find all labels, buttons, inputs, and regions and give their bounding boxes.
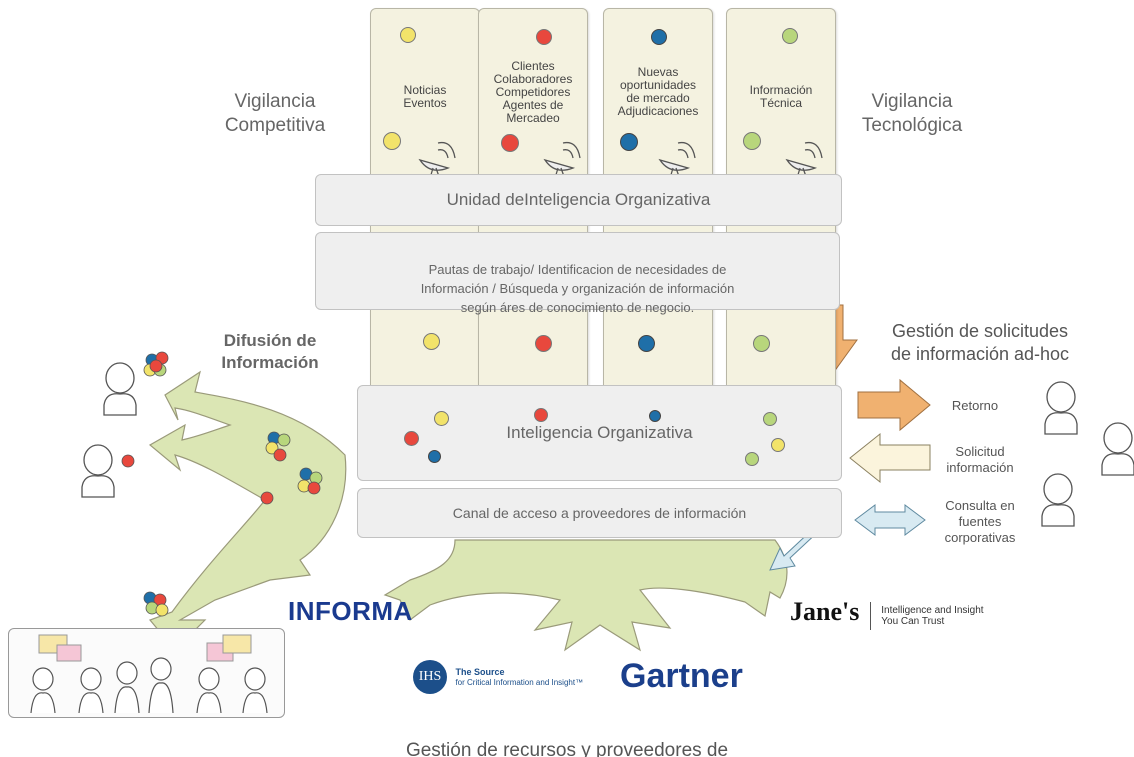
dot-cluster	[143, 591, 169, 617]
retorno-label: Retorno	[951, 398, 999, 413]
column-2-text: Clientes Colaboradores Competidores Agen…	[493, 59, 573, 125]
dot-low-3	[638, 335, 655, 352]
dot-top-3	[651, 29, 667, 45]
person-icon	[1044, 381, 1078, 435]
satellite-dish-icon	[418, 141, 456, 186]
dot	[534, 408, 548, 422]
column-4-text: Información Técnica	[749, 83, 813, 110]
footer-text: Gestión de recursos y proveedores de inf…	[405, 740, 729, 757]
dot	[771, 438, 785, 452]
janes-logo-text: Jane's	[790, 597, 860, 626]
dot-cluster	[297, 467, 323, 495]
solicitud-label: Solicitud información	[946, 444, 1014, 475]
inteligencia-band: Inteligencia Organizativa	[357, 385, 842, 481]
satellite-dish-icon	[785, 141, 823, 186]
consulta-arrow	[854, 504, 926, 536]
solicitud-arrow	[849, 432, 931, 484]
column-1-text: Noticias Eventos	[403, 83, 447, 110]
unidad-band: Unidad deInteligencia Organizativa	[315, 174, 842, 226]
janes-tagline: Intelligence and Insight You Can Trust	[881, 604, 984, 627]
ihs-logo-mark: IHS	[413, 660, 447, 694]
canal-band: Canal de acceso a proveedores de informa…	[357, 488, 842, 538]
dot	[745, 452, 759, 466]
meeting-image	[8, 628, 285, 718]
vigilancia-tecnologica-label: Vigilancia Tecnológica	[861, 91, 963, 136]
meeting-illustration	[30, 634, 268, 714]
provider-arrows-shape	[383, 539, 788, 652]
dot-low-2	[535, 335, 552, 352]
dot	[260, 491, 274, 505]
informa-logo: INFORMA	[288, 596, 413, 627]
dot-mid-1	[383, 132, 401, 150]
dot-mid-4	[743, 132, 761, 150]
ihs-tagline-2: for Critical Information and Insight™	[455, 677, 584, 687]
dot	[121, 454, 135, 468]
person-icon	[81, 444, 115, 498]
janes-divider	[869, 601, 871, 630]
dot-low-1	[423, 333, 440, 350]
dot	[649, 410, 661, 422]
pautas-label: Pautas de trabajo/ Identificacion de nec…	[420, 262, 735, 315]
dot	[434, 411, 449, 426]
informa-logo-text: INFORMA	[288, 596, 413, 626]
dot-top-1	[400, 27, 416, 43]
person-icon	[1101, 422, 1134, 476]
unidad-label: Unidad deInteligencia Organizativa	[446, 190, 711, 209]
dot	[404, 431, 419, 446]
diffusion-arrow-shape	[148, 370, 347, 651]
dot-cluster	[265, 431, 291, 462]
inteligencia-label: Inteligencia Organizativa	[506, 423, 693, 442]
ihs-logo: IHS The Source for Critical Information …	[413, 660, 583, 694]
dot	[763, 412, 777, 426]
dot-low-4	[753, 335, 770, 352]
consulta-label: Consulta en fuentes corporativas	[944, 498, 1016, 545]
difusion-label: Difusión de Información	[221, 331, 319, 372]
footer-title: Gestión de recursos y proveedores de inf…	[0, 718, 1134, 757]
column-3-text: Nuevas oportunidades de mercado Adjudica…	[617, 65, 699, 118]
gartner-logo-text: Gartner	[620, 657, 743, 695]
gartner-logo: Gartner	[620, 657, 743, 696]
vigilancia-competitiva-label: Vigilancia Competitiva	[224, 91, 326, 136]
ihs-tagline: The Source for Critical Information and …	[455, 667, 583, 688]
canal-label: Canal de acceso a proveedores de informa…	[452, 505, 747, 521]
janes-logo: Jane's Intelligence and Insight You Can …	[790, 597, 984, 630]
dot-top-2	[536, 29, 552, 45]
dot-mid-3	[620, 133, 638, 151]
dot-top-4	[782, 28, 798, 44]
person-icon	[103, 362, 137, 416]
dot	[428, 450, 441, 463]
gestion-solicitudes-label: Gestión de solicitudes de información ad…	[890, 321, 1070, 364]
ihs-tagline-1: The Source	[455, 666, 505, 677]
dot-cluster	[143, 351, 169, 377]
satellite-dish-icons	[418, 141, 823, 186]
person-icon	[1041, 473, 1075, 527]
pautas-band: Pautas de trabajo/ Identificacion de nec…	[315, 232, 840, 315]
retorno-arrow	[857, 378, 931, 432]
dot-mid-2	[501, 134, 519, 152]
